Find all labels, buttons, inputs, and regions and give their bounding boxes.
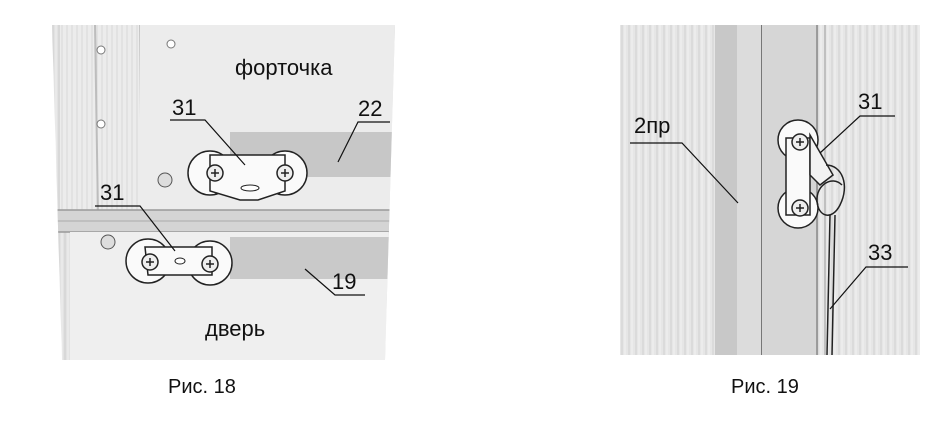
leader-31 <box>819 115 895 154</box>
figure-19-illustration: 2пр 31 33 <box>620 25 920 355</box>
screw-hole-icon <box>96 45 106 55</box>
callout-22: 22 <box>358 96 382 121</box>
leader-19 <box>304 268 365 296</box>
callout-31-lower: 31 <box>100 180 124 205</box>
leader-33 <box>829 266 908 310</box>
callout-19: 19 <box>332 269 356 294</box>
window-latch-31 <box>187 150 308 201</box>
latch-31 <box>777 119 834 229</box>
callout-31: 31 <box>858 89 882 114</box>
panel-background <box>52 25 395 360</box>
callout-33: 33 <box>868 240 892 265</box>
door-latch-31 <box>125 238 233 286</box>
leader-31-upper <box>170 119 246 166</box>
figure-18-illustration: форточка дверь 31 22 31 19 <box>52 25 395 360</box>
label-top-panel: форточка <box>235 55 333 80</box>
screw-icon <box>100 234 116 250</box>
screw-icon <box>157 172 173 188</box>
figure-19-caption: Рис. 19 <box>731 376 799 398</box>
leader-22 <box>337 121 390 163</box>
leader-31-lower <box>95 205 176 252</box>
label-bottom-panel: дверь <box>205 316 265 341</box>
screw-hole-icon <box>96 119 106 129</box>
callout-31-upper: 31 <box>172 95 196 120</box>
rod-33 <box>816 164 846 355</box>
figure-18-caption: Рис. 18 <box>168 376 236 398</box>
profile-background <box>620 25 920 355</box>
callout-2pr: 2пр <box>634 113 670 138</box>
screw-hole-icon <box>166 39 176 49</box>
leader-2pr <box>630 142 739 204</box>
